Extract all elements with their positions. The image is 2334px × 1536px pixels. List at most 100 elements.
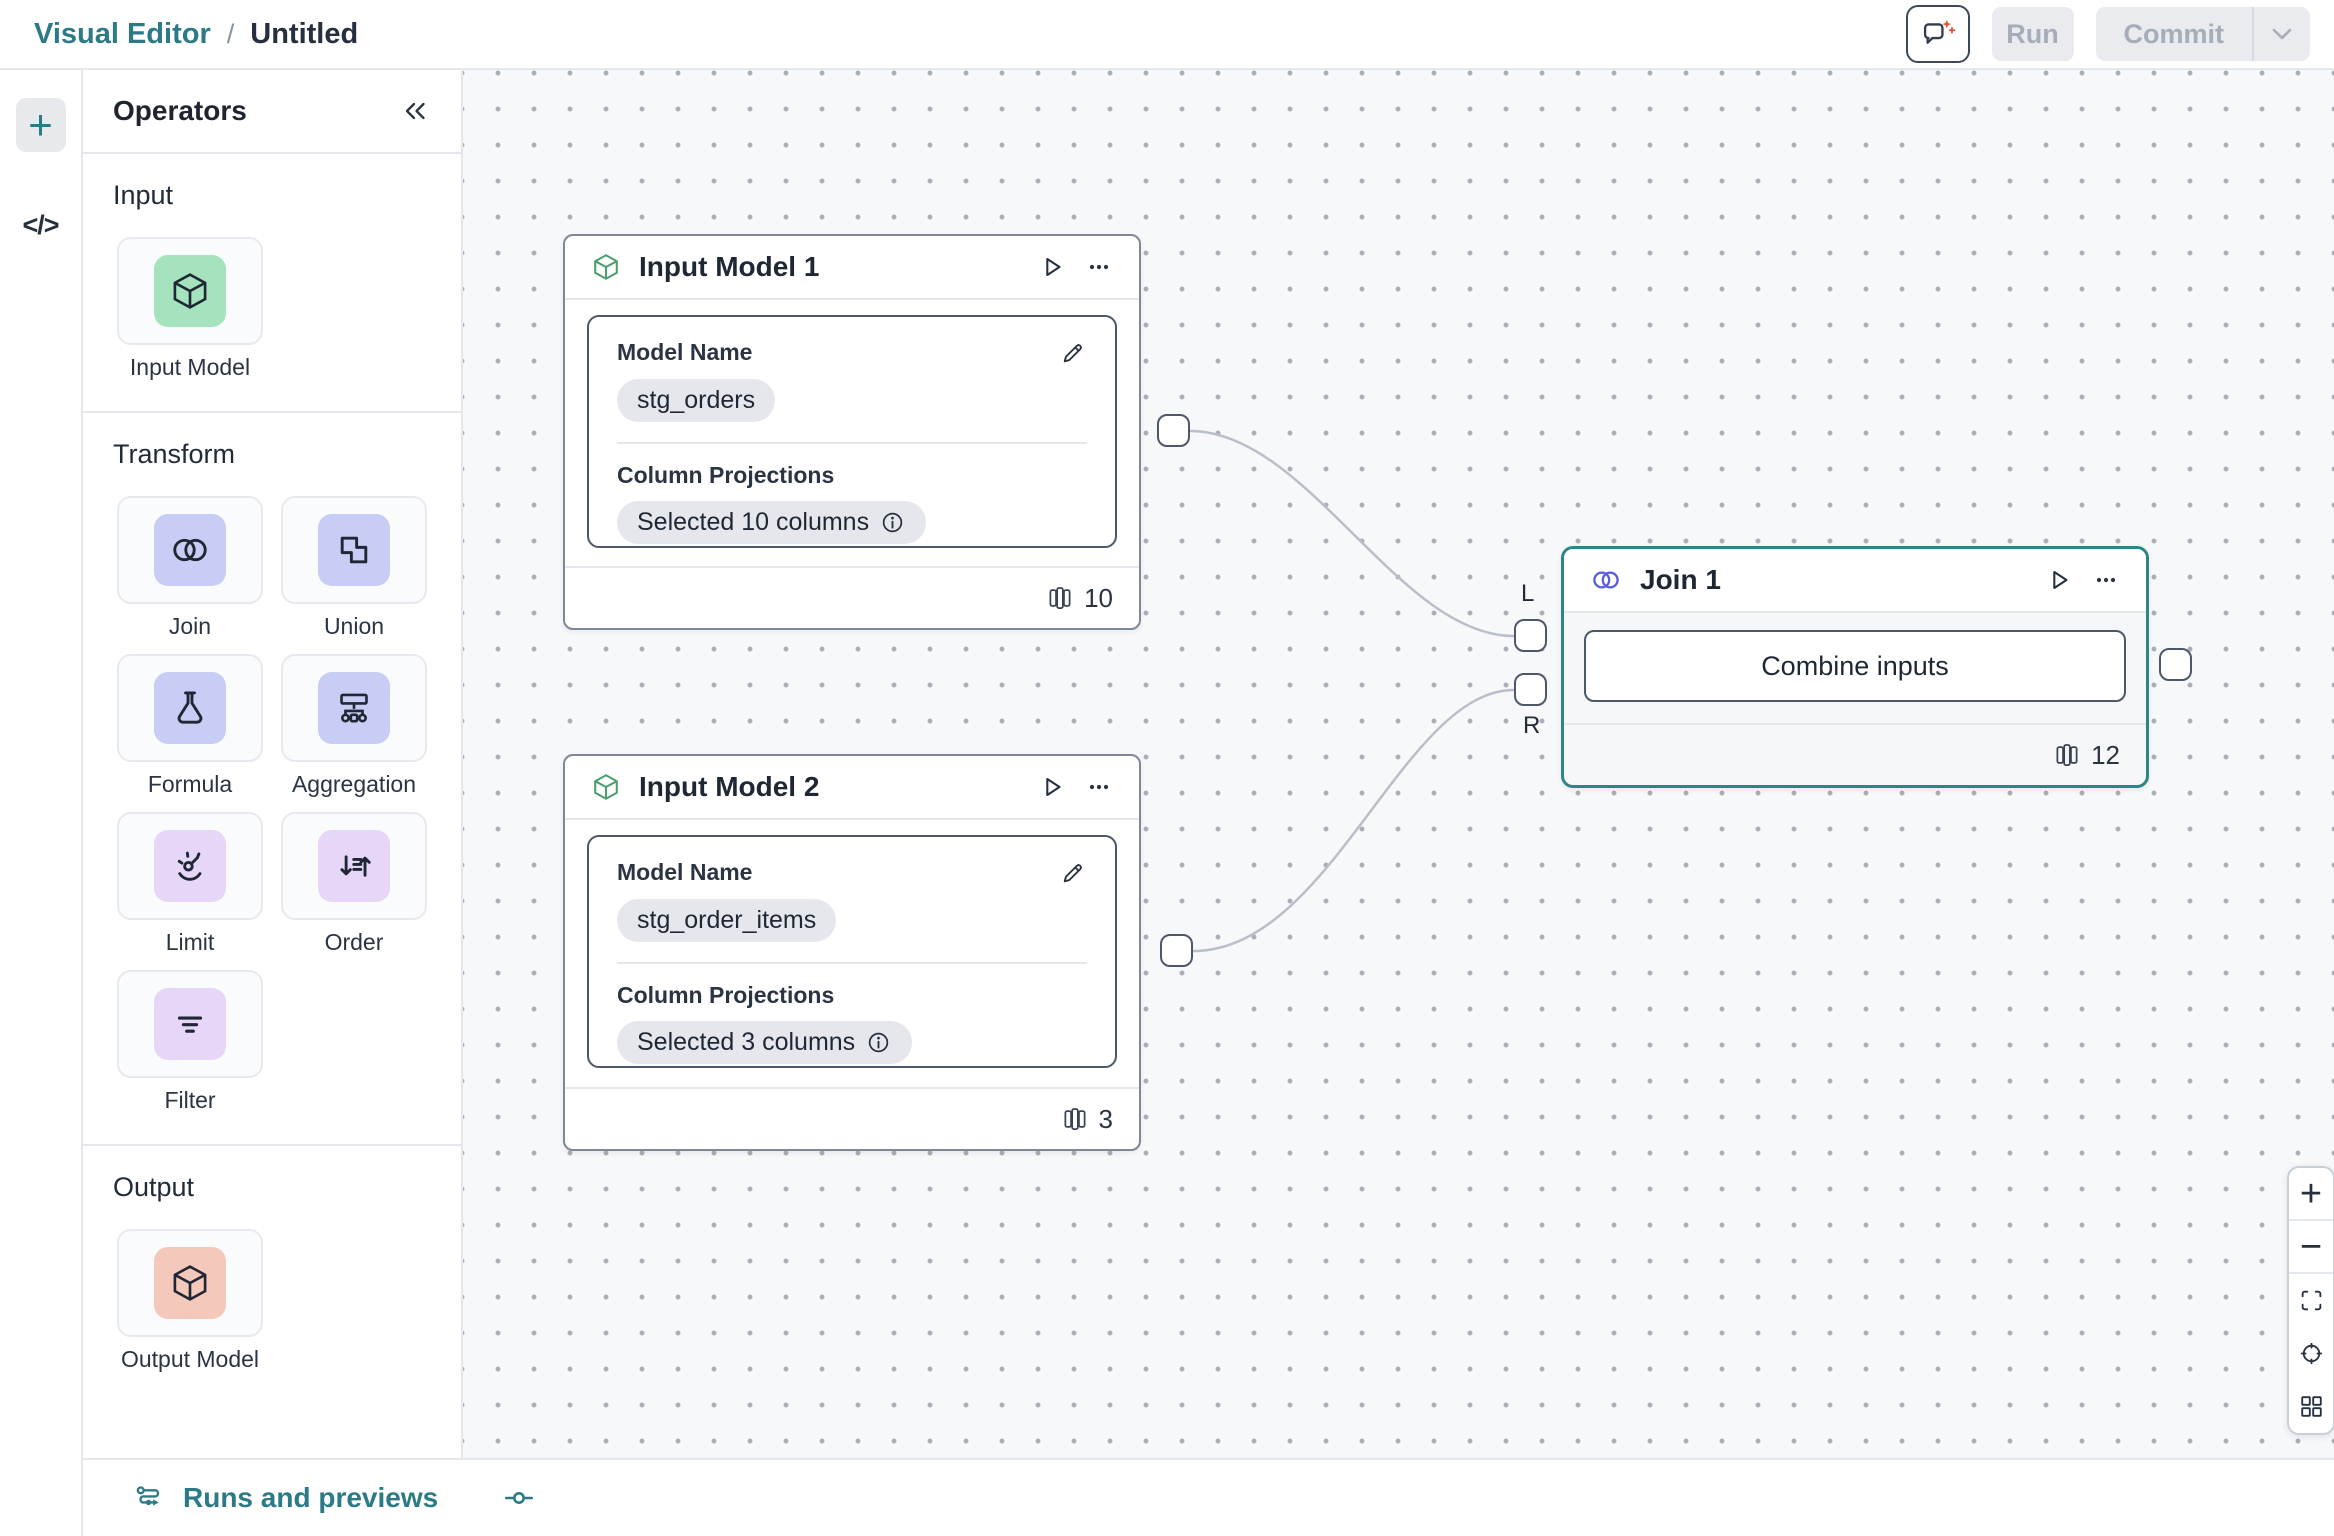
operator-tile-filter[interactable]: Filter [117, 970, 263, 1114]
fit-view-button[interactable] [2289, 1274, 2333, 1327]
operator-tile-label: Filter [164, 1087, 216, 1113]
node-footer: 3 [565, 1087, 1139, 1149]
divider [617, 962, 1087, 964]
operators-section-output: Output Output Model [83, 1146, 461, 1403]
column-count: 3 [1098, 1103, 1113, 1134]
operator-tile-order[interactable]: Order [281, 812, 427, 956]
port-input-model-2-output[interactable] [1160, 934, 1193, 967]
node-title: Input Model 2 [639, 771, 820, 802]
ellipsis-icon [1085, 773, 1113, 801]
operator-tile-limit[interactable]: Limit [117, 812, 263, 956]
operators-section-input: Input Input Model [83, 154, 461, 413]
collapse-panel-button[interactable] [399, 96, 431, 126]
model-name-label: Model Name [617, 859, 753, 885]
left-rail: + </> [0, 70, 83, 1536]
node-footer: 12 [1564, 723, 2146, 785]
flow-canvas[interactable]: Input Model 1 Model [463, 70, 2334, 1458]
ai-assistant-button[interactable] [1905, 5, 1970, 63]
commit-dropdown-button[interactable] [2254, 7, 2310, 61]
pencil-icon [1059, 339, 1087, 367]
bottom-bar: Runs and previews [83, 1458, 2334, 1536]
commit-button[interactable]: Commit [2096, 7, 2253, 61]
breadcrumb: Visual Editor / Untitled [34, 18, 358, 51]
join-left-port-label: L [1521, 580, 1535, 607]
runs-and-previews-button[interactable]: Runs and previews [133, 1481, 438, 1515]
column-projections-label: Column Projections [617, 982, 835, 1008]
operator-tile-label: Join [168, 613, 212, 639]
chevrons-left-icon [399, 96, 431, 126]
ellipsis-icon [2092, 566, 2120, 594]
add-operator-button[interactable]: + [15, 98, 66, 152]
code-view-button[interactable]: </> [22, 210, 59, 241]
node-menu-button[interactable] [2092, 566, 2120, 594]
play-icon [2044, 565, 2074, 595]
node-title: Join 1 [1640, 564, 1721, 595]
commit-button-group: Commit [2095, 7, 2310, 61]
port-join-right-input[interactable] [1514, 673, 1547, 706]
node-join-1[interactable]: Join 1 Combine inputs [1561, 546, 2149, 788]
topbar: Visual Editor / Untitled Run Commit [0, 0, 2334, 70]
sort-order-icon [318, 830, 390, 902]
run-button[interactable]: Run [1991, 7, 2074, 61]
zoom-out-button[interactable]: − [2289, 1221, 2333, 1274]
operators-section-transform: Transform Join [83, 413, 461, 1146]
join-icon [154, 514, 226, 586]
edit-model-name-button[interactable] [1059, 339, 1087, 367]
port-join-output[interactable] [2159, 648, 2192, 681]
gauge-icon [154, 830, 226, 902]
node-header: Join 1 [1564, 549, 2146, 613]
operator-tile-output-model[interactable]: Output Model [117, 1229, 263, 1373]
version-commit-button[interactable] [502, 1481, 536, 1515]
node-input-model-1[interactable]: Input Model 1 Model [563, 234, 1141, 630]
union-icon [318, 514, 390, 586]
model-name-chip[interactable]: stg_orders [617, 379, 776, 422]
grid-icon [2298, 1393, 2325, 1420]
column-projections-label: Column Projections [617, 462, 835, 488]
breadcrumb-document-title[interactable]: Untitled [250, 17, 359, 50]
cube-icon [591, 252, 621, 282]
run-node-button[interactable] [1037, 772, 1067, 802]
model-name-label: Model Name [617, 339, 753, 365]
port-input-model-1-output[interactable] [1157, 414, 1190, 447]
column-projections-chip[interactable]: Selected 10 columns [617, 501, 927, 544]
node-config-card: Model Name stg_order_items Col [587, 835, 1117, 1068]
operator-tile-join[interactable]: Join [117, 496, 263, 640]
locate-button[interactable] [2289, 1327, 2333, 1380]
cube-icon [591, 772, 621, 802]
node-body: Model Name stg_order_items Col [565, 820, 1139, 1068]
node-menu-button[interactable] [1085, 253, 1113, 281]
column-projections-chip[interactable]: Selected 3 columns [617, 1021, 913, 1064]
operator-tile-union[interactable]: Union [281, 496, 427, 640]
cube-icon [154, 1247, 226, 1319]
operator-tile-input-model[interactable]: Input Model [117, 237, 263, 381]
canvas-zoom-controls: + − [2287, 1166, 2334, 1435]
breadcrumb-separator: / [226, 18, 235, 49]
join-icon [1590, 564, 1622, 596]
layout-grid-button[interactable] [2289, 1380, 2333, 1433]
node-title: Input Model 1 [639, 251, 820, 282]
divider [617, 442, 1087, 444]
play-icon [1037, 772, 1067, 802]
operator-tile-label: Order [324, 929, 384, 955]
operator-tile-formula[interactable]: Formula [117, 654, 263, 798]
breadcrumb-app-link[interactable]: Visual Editor [34, 17, 211, 50]
port-join-left-input[interactable] [1514, 619, 1547, 652]
section-label: Transform [113, 439, 236, 469]
operator-tile-label: Output Model [120, 1346, 260, 1372]
operator-tile-aggregation[interactable]: Aggregation [281, 654, 427, 798]
run-node-button[interactable] [2044, 565, 2074, 595]
node-menu-button[interactable] [1085, 773, 1113, 801]
model-name-chip[interactable]: stg_order_items [617, 899, 837, 942]
zoom-in-button[interactable]: + [2289, 1168, 2333, 1221]
code-icon: </> [22, 210, 59, 240]
node-input-model-2[interactable]: Input Model 2 Model [563, 754, 1141, 1151]
filter-icon [154, 988, 226, 1060]
run-node-button[interactable] [1037, 252, 1067, 282]
edge-input1-to-join-left [1189, 429, 1515, 638]
info-icon [865, 1029, 892, 1056]
edit-model-name-button[interactable] [1059, 859, 1087, 887]
columns-icon [1046, 584, 1074, 612]
combine-inputs-button[interactable]: Combine inputs [1584, 630, 2126, 702]
fullscreen-icon [2298, 1287, 2325, 1314]
